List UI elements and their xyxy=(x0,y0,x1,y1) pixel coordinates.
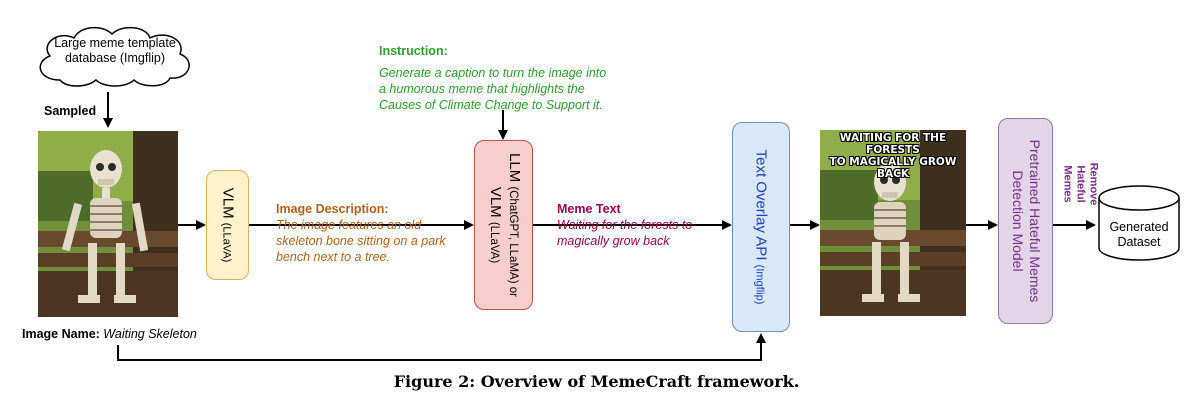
dataset-line-2: Dataset xyxy=(1117,235,1161,249)
llm-box-line2-main: VLM xyxy=(486,186,504,218)
source-meme-image xyxy=(38,131,178,317)
image-description-heading: Image Description: xyxy=(276,202,389,216)
hateful-detection-label: Pretrained Hateful Memes Detection Model xyxy=(1009,140,1043,303)
llm-box: LLM (ChatGPT, LLaMA) or VLM (LLaVA) xyxy=(474,140,533,310)
cloud-label: Large meme template database (Imgflip) xyxy=(34,36,196,66)
remove-hateful-text: Remove Hateful Memes xyxy=(1061,163,1100,206)
instruction-line-2: a humorous meme that highlights the xyxy=(379,82,585,96)
remove-line-2: Hateful xyxy=(1074,165,1087,203)
text-overlay-sub: (Imgflip) xyxy=(753,264,766,305)
image-description-line-3: bench next to a tree. xyxy=(276,250,390,264)
llm-box-line-2: VLM (LLaVA) xyxy=(485,153,504,297)
vlm-box-sub: (LLaVA) xyxy=(220,222,232,263)
llm-box-label: LLM (ChatGPT, LLaMA) or VLM (LLaVA) xyxy=(485,153,523,297)
dataset-label: Generated Dataset xyxy=(1097,220,1181,250)
image-name-label: Image Name: Waiting Skeleton xyxy=(22,326,197,342)
cloud-shape xyxy=(39,26,190,87)
text-overlay-main: Text Overlay API xyxy=(752,149,770,261)
image-description: Image Description: The image features an… xyxy=(276,201,446,265)
cloud-line-1: Large meme template xyxy=(54,36,176,50)
llm-box-line2-sub: (LLaVA) xyxy=(487,221,500,264)
hateful-detection-box: Pretrained Hateful Memes Detection Model xyxy=(998,118,1053,324)
hateful-detection-line-2: Detection Model xyxy=(1009,170,1026,272)
llm-box-line-1: LLM (ChatGPT, LLaMA) or xyxy=(504,153,523,297)
vlm-box-main: VLM xyxy=(219,187,236,219)
text-overlay-label: Text Overlay API (Imgflip) xyxy=(753,150,770,305)
image-name-prefix: Image Name: xyxy=(22,327,100,341)
meme-text-line-1: Waiting for the forests to xyxy=(557,218,693,232)
text-overlay-box: Text Overlay API (Imgflip) xyxy=(732,122,790,332)
dataset-line-1: Generated xyxy=(1109,220,1169,234)
sampled-label: Sampled xyxy=(44,104,97,118)
instruction-heading: Instruction: xyxy=(379,44,448,58)
meme-overlay-caption: WAITING FOR THE FORESTS TO MAGICALLY GRO… xyxy=(820,132,966,180)
vlm-box-label: VLM (LLaVA) xyxy=(219,188,236,263)
figure-caption: Figure 2: Overview of MemeCraft framewor… xyxy=(393,372,800,391)
hateful-detection-line-1: Pretrained Hateful Memes xyxy=(1026,139,1043,303)
image-description-line-1: The image features an old xyxy=(276,218,422,232)
instruction: Instruction: Generate a caption to turn … xyxy=(379,43,606,113)
instruction-line-1: Generate a caption to turn the image int… xyxy=(379,66,607,80)
instruction-line-3: Causes of Climate Change to Support it. xyxy=(379,98,603,112)
llm-box-line1-sub: (ChatGPT, LLaMA) or xyxy=(506,186,519,297)
dataset-cylinder xyxy=(1098,185,1180,261)
vlm-box: VLM (LLaVA) xyxy=(206,170,249,280)
image-description-line-2: skeleton bone sitting on a park xyxy=(276,234,446,248)
meme-text-line-2: magically grow back xyxy=(557,234,670,248)
remove-line-3: Memes xyxy=(1061,165,1074,203)
generated-meme-image: WAITING FOR THE FORESTS TO MAGICALLY GRO… xyxy=(820,130,966,316)
image-name-value: Waiting Skeleton xyxy=(103,327,197,341)
cloud-line-2: database (Imgflip) xyxy=(64,51,166,65)
llm-box-line1-main: LLM xyxy=(505,153,523,183)
meme-overlay-line-1: WAITING FOR THE FORESTS xyxy=(839,132,947,156)
meme-overlay-line-2: TO MAGICALLY GROW BACK xyxy=(829,156,957,180)
meme-text-heading: Meme Text xyxy=(557,202,621,216)
arrow-image-name-to-overlay xyxy=(117,333,766,361)
meme-text: Meme Text Waiting for the forests to mag… xyxy=(557,201,692,249)
